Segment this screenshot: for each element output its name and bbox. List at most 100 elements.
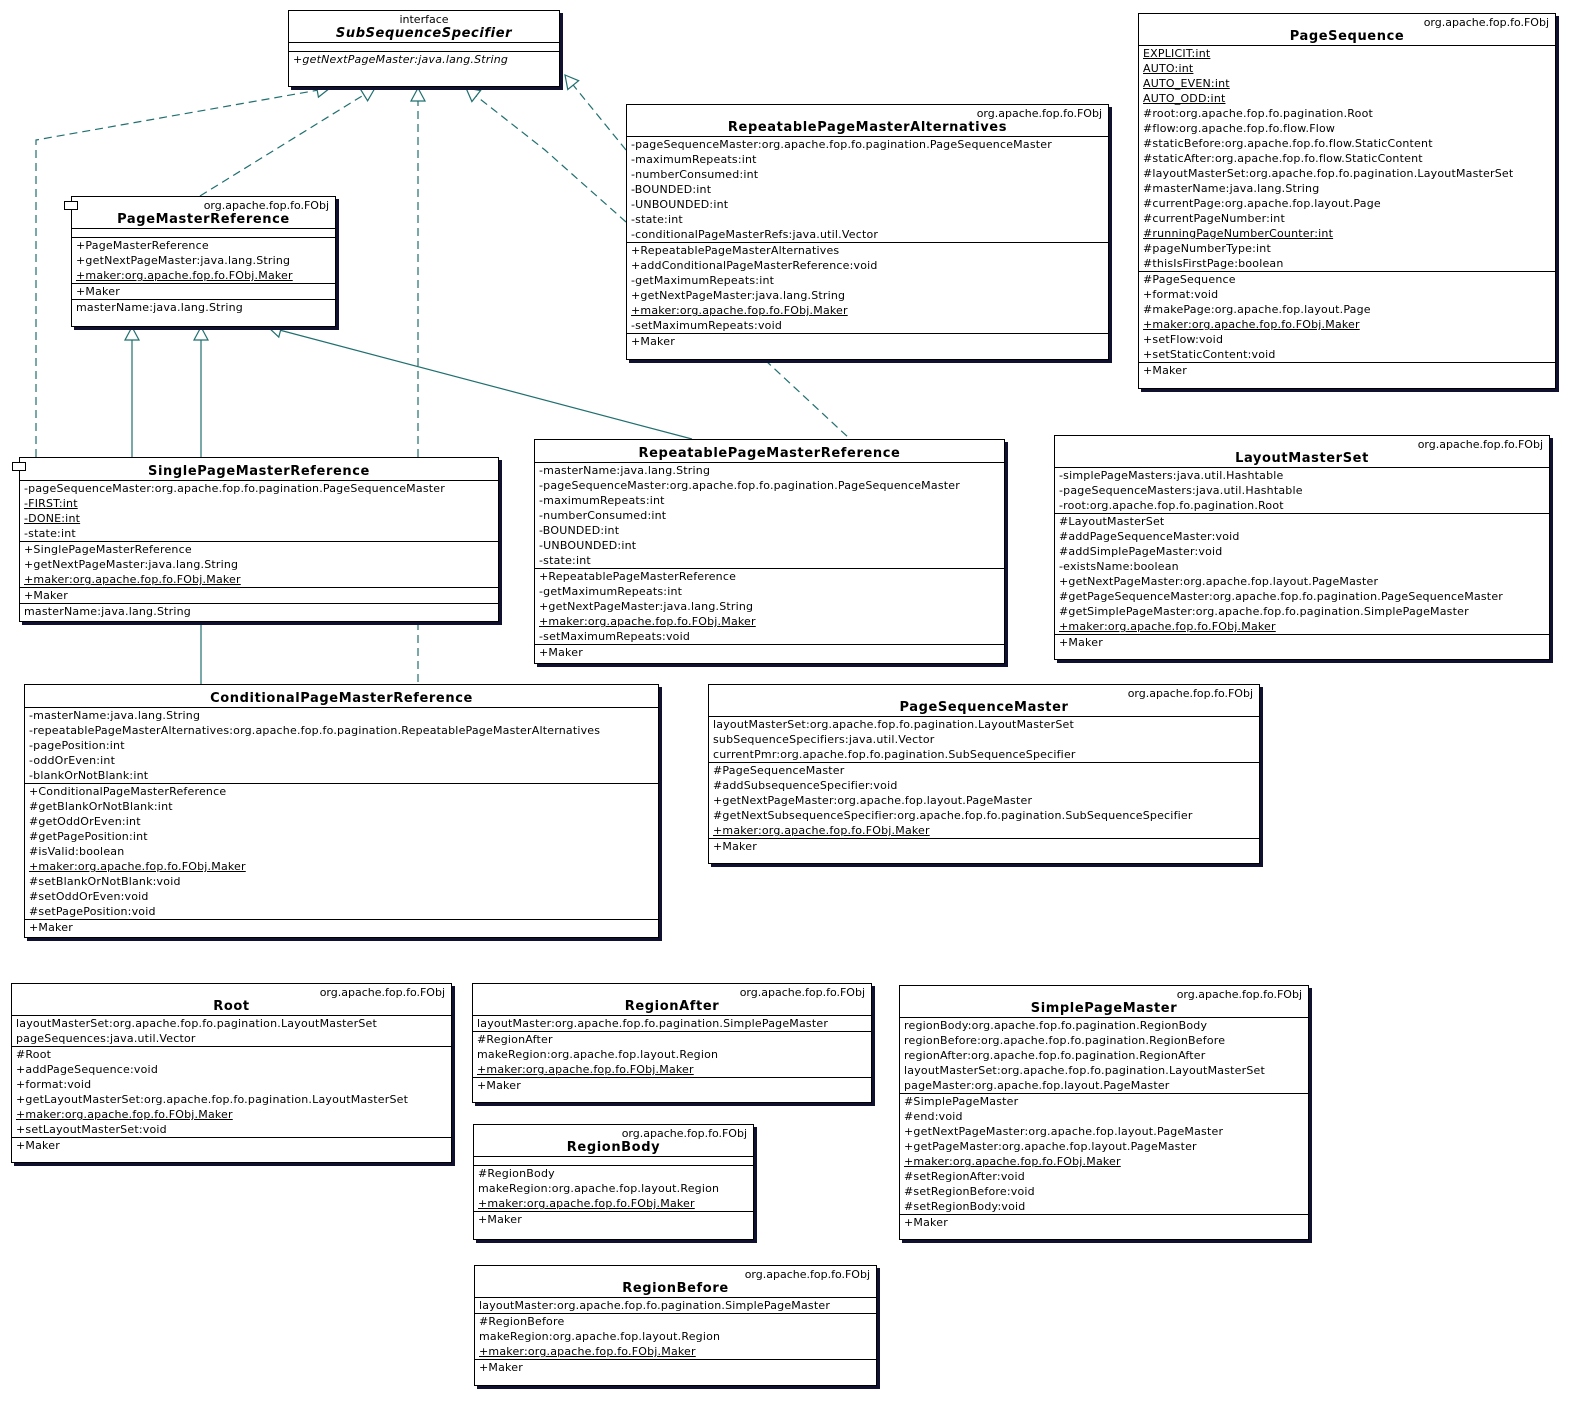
- operations-item[interactable]: #getPageSequenceMaster:org.apache.fop.fo…: [1059, 590, 1504, 603]
- operations-item[interactable]: +getNextPageMaster:java.lang.String: [293, 53, 509, 66]
- operations-item[interactable]: #setPagePosition:void: [29, 905, 156, 918]
- operations-item[interactable]: makeRegion:org.apache.fop.layout.Region: [477, 1048, 719, 1061]
- operations-item[interactable]: +maker:org.apache.fop.fo.FObj.Maker: [539, 615, 756, 628]
- attributes-item[interactable]: -simplePageMasters:java.util.Hashtable: [1059, 469, 1284, 482]
- operations-item[interactable]: +maker:org.apache.fop.fo.FObj.Maker: [713, 824, 930, 837]
- extra-fields-item[interactable]: masterName:java.lang.String: [76, 301, 243, 314]
- inner-classes-item[interactable]: +Maker: [904, 1216, 948, 1229]
- operations-item[interactable]: +getNextPageMaster:java.lang.String: [24, 558, 239, 571]
- attributes-item[interactable]: -conditionalPageMasterRefs:java.util.Vec…: [631, 228, 879, 241]
- operations-item[interactable]: +maker:org.apache.fop.fo.FObj.Maker: [29, 860, 246, 873]
- attributes-item[interactable]: regionAfter:org.apache.fop.fo.pagination…: [904, 1049, 1206, 1062]
- attributes-item[interactable]: layoutMaster:org.apache.fop.fo.paginatio…: [479, 1299, 831, 1312]
- attributes-item[interactable]: -pagePosition:int: [29, 739, 125, 752]
- attributes-item[interactable]: #staticAfter:org.apache.fop.fo.flow.Stat…: [1143, 152, 1423, 165]
- extra-fields-item[interactable]: masterName:java.lang.String: [24, 605, 191, 618]
- attributes-item[interactable]: -root:org.apache.fop.fo.pagination.Root: [1059, 499, 1284, 512]
- operations-item[interactable]: #RegionBefore: [479, 1315, 565, 1328]
- attributes-item[interactable]: -pageSequenceMaster:org.apache.fop.fo.pa…: [24, 482, 445, 495]
- attributes-item[interactable]: pageMaster:org.apache.fop.layout.PageMas…: [904, 1079, 1170, 1092]
- operations-item[interactable]: +format:void: [1143, 288, 1219, 301]
- operations-item[interactable]: #getNextSubsequenceSpecifier:org.apache.…: [713, 809, 1193, 822]
- attributes-item[interactable]: -state:int: [24, 527, 76, 540]
- attributes-item[interactable]: -FIRST:int: [24, 497, 78, 510]
- operations-item[interactable]: +maker:org.apache.fop.fo.FObj.Maker: [24, 573, 241, 586]
- operations-item[interactable]: +maker:org.apache.fop.fo.FObj.Maker: [1143, 318, 1360, 331]
- operations-item[interactable]: +RepeatablePageMasterAlternatives: [631, 244, 840, 257]
- attributes-item[interactable]: layoutMasterSet:org.apache.fop.fo.pagina…: [713, 718, 1074, 731]
- operations-item[interactable]: +maker:org.apache.fop.fo.FObj.Maker: [76, 269, 293, 282]
- operations-item[interactable]: #setRegionAfter:void: [904, 1170, 1025, 1183]
- attributes-item[interactable]: AUTO:int: [1143, 62, 1194, 75]
- operations-item[interactable]: +maker:org.apache.fop.fo.FObj.Maker: [631, 304, 848, 317]
- attributes-item[interactable]: -state:int: [631, 213, 683, 226]
- operations-item[interactable]: +getNextPageMaster:java.lang.String: [631, 289, 846, 302]
- attributes-item[interactable]: -UNBOUNDED:int: [539, 539, 637, 552]
- operations-item[interactable]: #setOddOrEven:void: [29, 890, 149, 903]
- operations-item[interactable]: #addPageSequenceMaster:void: [1059, 530, 1240, 543]
- operations-item[interactable]: +getPageMaster:org.apache.fop.layout.Pag…: [904, 1140, 1197, 1153]
- attributes-item[interactable]: layoutMasterSet:org.apache.fop.fo.pagina…: [16, 1017, 377, 1030]
- attributes-item[interactable]: regionBody:org.apache.fop.fo.pagination.…: [904, 1019, 1208, 1032]
- attributes-item[interactable]: regionBefore:org.apache.fop.fo.paginatio…: [904, 1034, 1226, 1047]
- operations-item[interactable]: +addPageSequence:void: [16, 1063, 158, 1076]
- operations-item[interactable]: +RepeatablePageMasterReference: [539, 570, 737, 583]
- operations-item[interactable]: #addSubsequenceSpecifier:void: [713, 779, 898, 792]
- class-single-page-master-reference[interactable]: SinglePageMasterReference-pageSequenceMa…: [12, 457, 499, 622]
- operations-item[interactable]: +maker:org.apache.fop.fo.FObj.Maker: [16, 1108, 233, 1121]
- attributes-item[interactable]: -BOUNDED:int: [539, 524, 620, 537]
- attributes-item[interactable]: -maximumRepeats:int: [539, 494, 665, 507]
- inner-classes-item[interactable]: +Maker: [76, 285, 120, 298]
- operations-item[interactable]: +maker:org.apache.fop.fo.FObj.Maker: [904, 1155, 1121, 1168]
- attributes-item[interactable]: #staticBefore:org.apache.fop.fo.flow.Sta…: [1143, 137, 1433, 150]
- operations-item[interactable]: #RegionAfter: [477, 1033, 553, 1046]
- attributes-item[interactable]: layoutMaster:org.apache.fop.fo.paginatio…: [477, 1017, 829, 1030]
- operations-item[interactable]: -setMaximumRepeats:void: [539, 630, 691, 643]
- attributes-item[interactable]: pageSequences:java.util.Vector: [16, 1032, 196, 1045]
- attributes-item[interactable]: -UNBOUNDED:int: [631, 198, 729, 211]
- operations-item[interactable]: #makePage:org.apache.fop.layout.Page: [1143, 303, 1371, 316]
- attributes-item[interactable]: subSequenceSpecifiers:java.util.Vector: [713, 733, 935, 746]
- inner-classes-item[interactable]: +Maker: [478, 1213, 522, 1226]
- attributes-item[interactable]: #masterName:java.lang.String: [1143, 182, 1320, 195]
- operations-item[interactable]: #setRegionBody:void: [904, 1200, 1026, 1213]
- operations-item[interactable]: -setMaximumRepeats:void: [631, 319, 783, 332]
- operations-item[interactable]: #SimplePageMaster: [904, 1095, 1019, 1108]
- attributes-item[interactable]: AUTO_EVEN:int: [1143, 77, 1230, 90]
- operations-item[interactable]: +maker:org.apache.fop.fo.FObj.Maker: [477, 1063, 694, 1076]
- operations-item[interactable]: +getNextPageMaster:java.lang.String: [76, 254, 291, 267]
- operations-item[interactable]: #setBlankOrNotBlank:void: [29, 875, 181, 888]
- attributes-item[interactable]: #thisIsFirstPage:boolean: [1143, 257, 1284, 270]
- class-conditional-page-master-reference[interactable]: ConditionalPageMasterReference-masterNam…: [24, 684, 659, 938]
- operations-item[interactable]: #getPagePosition:int: [29, 830, 148, 843]
- operations-item[interactable]: #getBlankOrNotBlank:int: [29, 800, 173, 813]
- operations-item[interactable]: +getNextPageMaster:java.lang.String: [539, 600, 754, 613]
- attributes-item[interactable]: -oddOrEven:int: [29, 754, 116, 767]
- attributes-item[interactable]: -pageSequenceMaster:org.apache.fop.fo.pa…: [539, 479, 960, 492]
- operations-item[interactable]: #end:void: [904, 1110, 963, 1123]
- operations-item[interactable]: +getNextPageMaster:org.apache.fop.layout…: [904, 1125, 1224, 1138]
- inner-classes-item[interactable]: +Maker: [16, 1139, 60, 1152]
- operations-item[interactable]: #addSimplePageMaster:void: [1059, 545, 1223, 558]
- operations-item[interactable]: +getNextPageMaster:org.apache.fop.layout…: [713, 794, 1033, 807]
- attributes-item[interactable]: #pageNumberType:int: [1143, 242, 1271, 255]
- inner-classes-item[interactable]: +Maker: [477, 1079, 521, 1092]
- operations-item[interactable]: +ConditionalPageMasterReference: [29, 785, 227, 798]
- operations-item[interactable]: makeRegion:org.apache.fop.layout.Region: [478, 1182, 720, 1195]
- inner-classes-item[interactable]: +Maker: [713, 840, 757, 853]
- operations-item[interactable]: #PageSequenceMaster: [713, 764, 845, 777]
- inner-classes-item[interactable]: +Maker: [631, 335, 675, 348]
- class-repeatable-page-master-reference[interactable]: RepeatablePageMasterReference-masterName…: [534, 439, 1005, 664]
- operations-item[interactable]: +maker:org.apache.fop.fo.FObj.Maker: [478, 1197, 695, 1210]
- attributes-item[interactable]: -pageSequenceMaster:org.apache.fop.fo.pa…: [631, 138, 1052, 151]
- operations-item[interactable]: +setFlow:void: [1143, 333, 1224, 346]
- operations-item[interactable]: +PageMasterReference: [76, 239, 209, 252]
- attributes-item[interactable]: EXPLICIT:int: [1143, 47, 1211, 60]
